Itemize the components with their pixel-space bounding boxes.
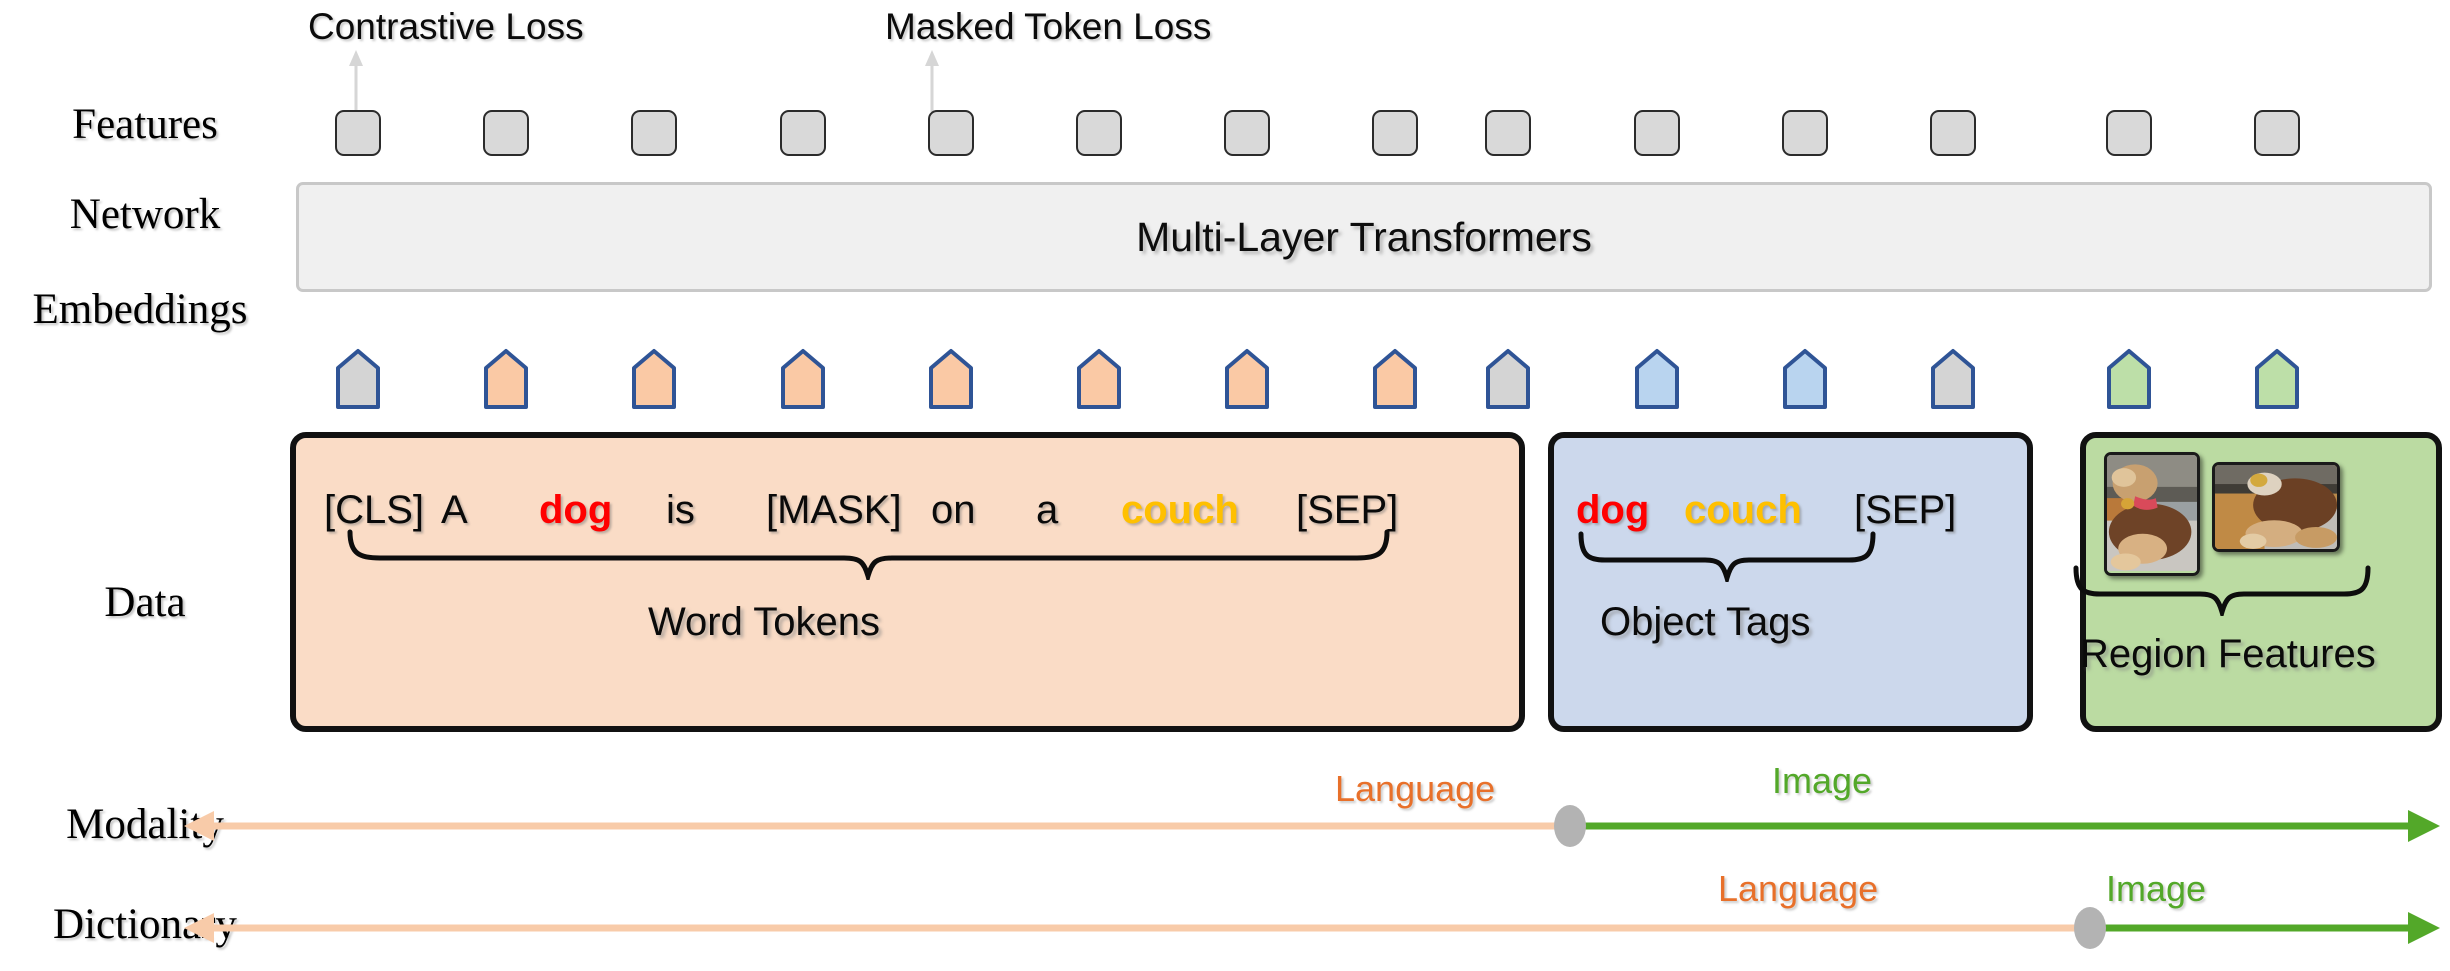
modality-language-label: Language	[1335, 768, 1496, 809]
embedding-special	[1483, 348, 1533, 410]
embedding-word	[481, 348, 531, 410]
word-token: dog	[539, 488, 613, 532]
embedding-word	[1074, 348, 1124, 410]
object-tags-box: Object Tags dog couch [SEP]	[1548, 432, 2033, 732]
object-tags-caption: Object Tags	[1600, 600, 1811, 644]
embedding-region	[2252, 348, 2302, 410]
embedding-region	[2104, 348, 2154, 410]
masked-token-loss-arrow-icon	[925, 50, 939, 112]
features-row	[0, 110, 2450, 166]
embedding-special	[333, 348, 383, 410]
row-label-data: Data	[104, 579, 186, 626]
feature-box	[2106, 110, 2152, 156]
feature-box	[1634, 110, 1680, 156]
word-tokens-brace-icon	[347, 529, 1390, 580]
puppy-head-photo	[2107, 455, 2197, 572]
row-label-embeddings: Embeddings	[32, 286, 248, 333]
row-label-features: Features	[72, 101, 218, 148]
row-label-network: Network	[69, 191, 221, 238]
embeddings-row	[0, 348, 2450, 412]
object-tag-token: [SEP]	[1854, 488, 1957, 532]
contrastive-loss-label: Contrastive Loss	[308, 6, 584, 47]
masked-token-loss-label: Masked Token Loss	[885, 6, 1212, 47]
word-token: [MASK]	[766, 488, 902, 532]
embedding-word	[1370, 348, 1420, 410]
feature-box	[928, 110, 974, 156]
embedding-word	[926, 348, 976, 410]
modality-axis-line	[184, 805, 2440, 847]
word-token: a	[1036, 488, 1059, 532]
word-token: couch	[1121, 488, 1239, 532]
feature-box	[780, 110, 826, 156]
feature-box	[2254, 110, 2300, 156]
word-token: [SEP]	[1296, 488, 1399, 532]
feature-box	[1372, 110, 1418, 156]
dictionary-axis-line	[184, 907, 2440, 949]
region-features-caption: Region Features	[2080, 632, 2376, 676]
word-token: is	[666, 488, 695, 532]
object-tag-token: couch	[1684, 488, 1802, 532]
embedding-tag	[1780, 348, 1830, 410]
modality-image-label: Image	[1772, 760, 1873, 801]
embedding-word	[629, 348, 679, 410]
object-tag-token: dog	[1576, 488, 1650, 532]
feature-box	[1224, 110, 1270, 156]
feature-box	[1782, 110, 1828, 156]
feature-box	[1930, 110, 1976, 156]
network-title: Multi-Layer Transformers	[1136, 213, 1592, 260]
dictionary-language-label: Language	[1718, 868, 1879, 909]
feature-box	[631, 110, 677, 156]
object-tags-brace-icon	[1578, 531, 1876, 582]
modality-axis: Language Image	[0, 760, 2450, 860]
feature-box	[483, 110, 529, 156]
region-features-brace-icon	[2073, 565, 2371, 616]
region-crop-2	[2212, 462, 2340, 552]
feature-box	[335, 110, 381, 156]
embedding-word	[1222, 348, 1272, 410]
puppy-body-photo	[2215, 465, 2337, 549]
word-token: [CLS]	[324, 488, 425, 532]
feature-box	[1485, 110, 1531, 156]
dictionary-axis: Language Image	[0, 868, 2450, 962]
word-token: A	[441, 488, 468, 532]
word-token: on	[931, 488, 976, 532]
region-crop-1	[2104, 452, 2200, 576]
embedding-special	[1928, 348, 1978, 410]
word-tokens-caption: Word Tokens	[648, 600, 880, 644]
contrastive-loss-arrow-icon	[349, 50, 363, 112]
embedding-tag	[1632, 348, 1682, 410]
dictionary-image-label: Image	[2106, 868, 2207, 909]
feature-box	[1076, 110, 1122, 156]
multi-layer-transformers-box: Multi-Layer Transformers	[296, 182, 2432, 292]
embedding-word	[778, 348, 828, 410]
